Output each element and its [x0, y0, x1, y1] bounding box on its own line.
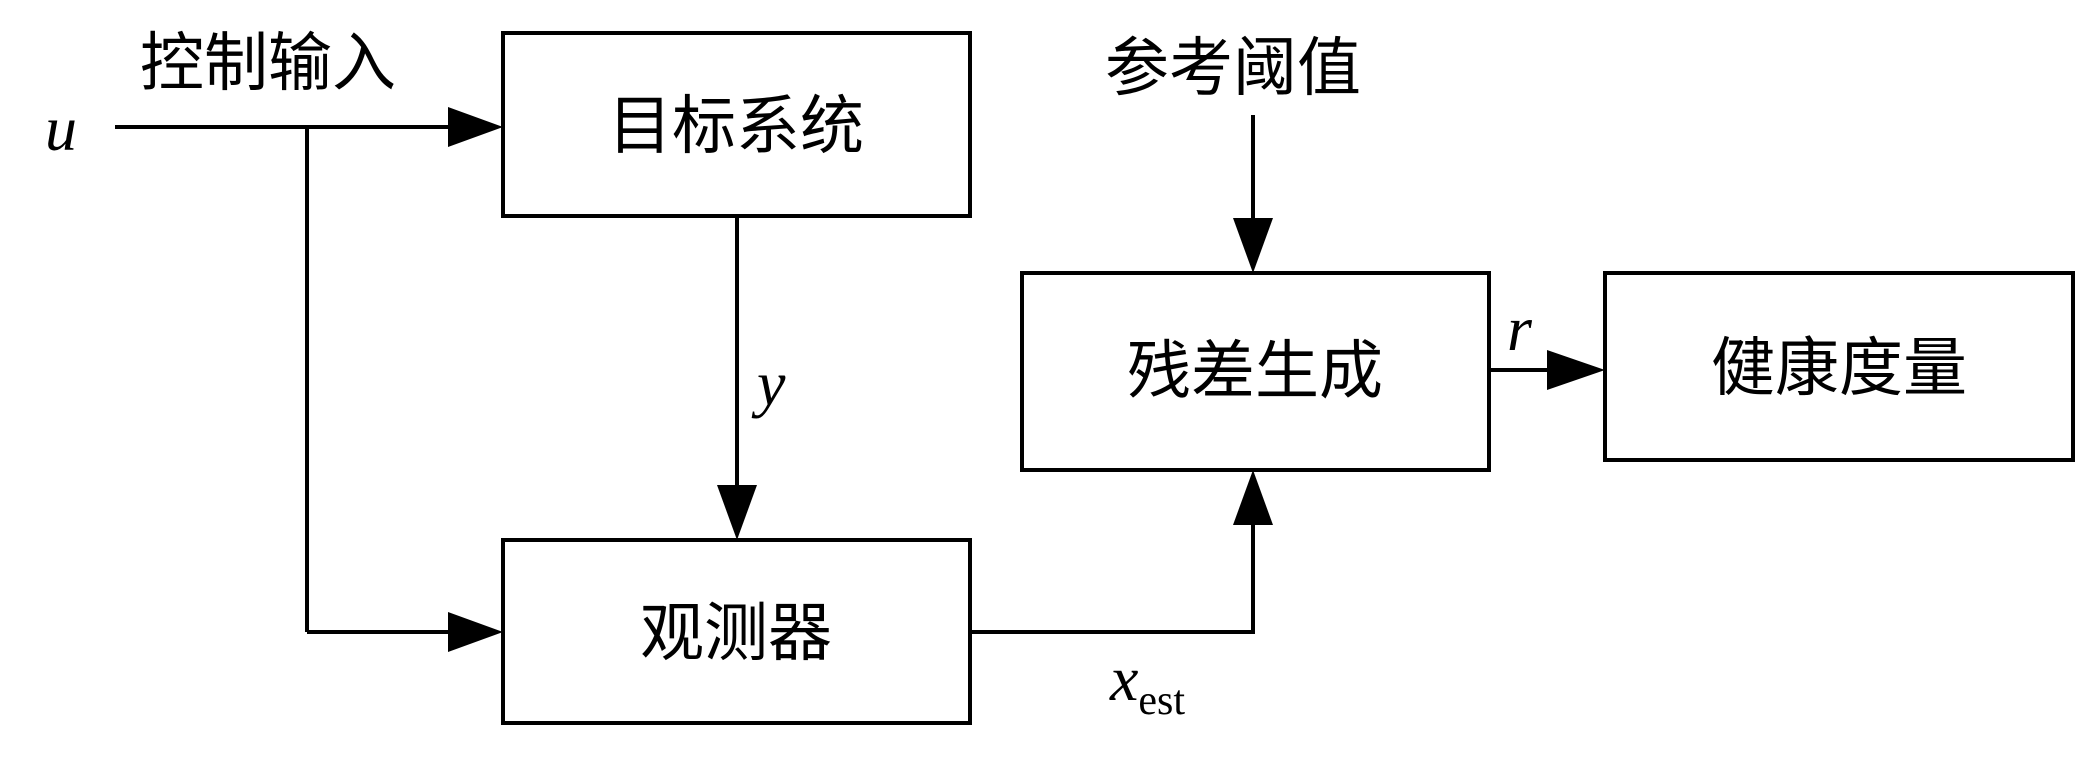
r-arrowhead [1547, 350, 1605, 390]
health-measure-label: 健康度量 [1711, 332, 1967, 406]
x-est-arrowhead [1233, 470, 1273, 525]
observer-block [501, 538, 972, 725]
u-to-observer-arrowhead [448, 612, 503, 652]
threshold-arrowhead [1233, 218, 1273, 273]
reference-threshold-label: 参考阈值 [1105, 32, 1361, 106]
u-to-target-arrowhead [448, 107, 503, 147]
residual-generation-block [1020, 271, 1491, 472]
observer-label: 观测器 [640, 597, 832, 671]
signal-y-label: y [751, 348, 786, 419]
target-system-block [501, 31, 972, 218]
residual-generation-label: 残差生成 [1127, 335, 1383, 409]
signal-u-label: u [45, 93, 77, 164]
control-input-label: 控制输入 [140, 27, 396, 101]
signal-r-label: r [1507, 293, 1533, 364]
health-measure-block [1603, 271, 2075, 462]
x-est-wire [970, 525, 1255, 634]
signal-x-est-label: xest [1109, 643, 1185, 724]
y-arrowhead [717, 485, 757, 540]
target-system-label: 目标系统 [608, 90, 864, 164]
